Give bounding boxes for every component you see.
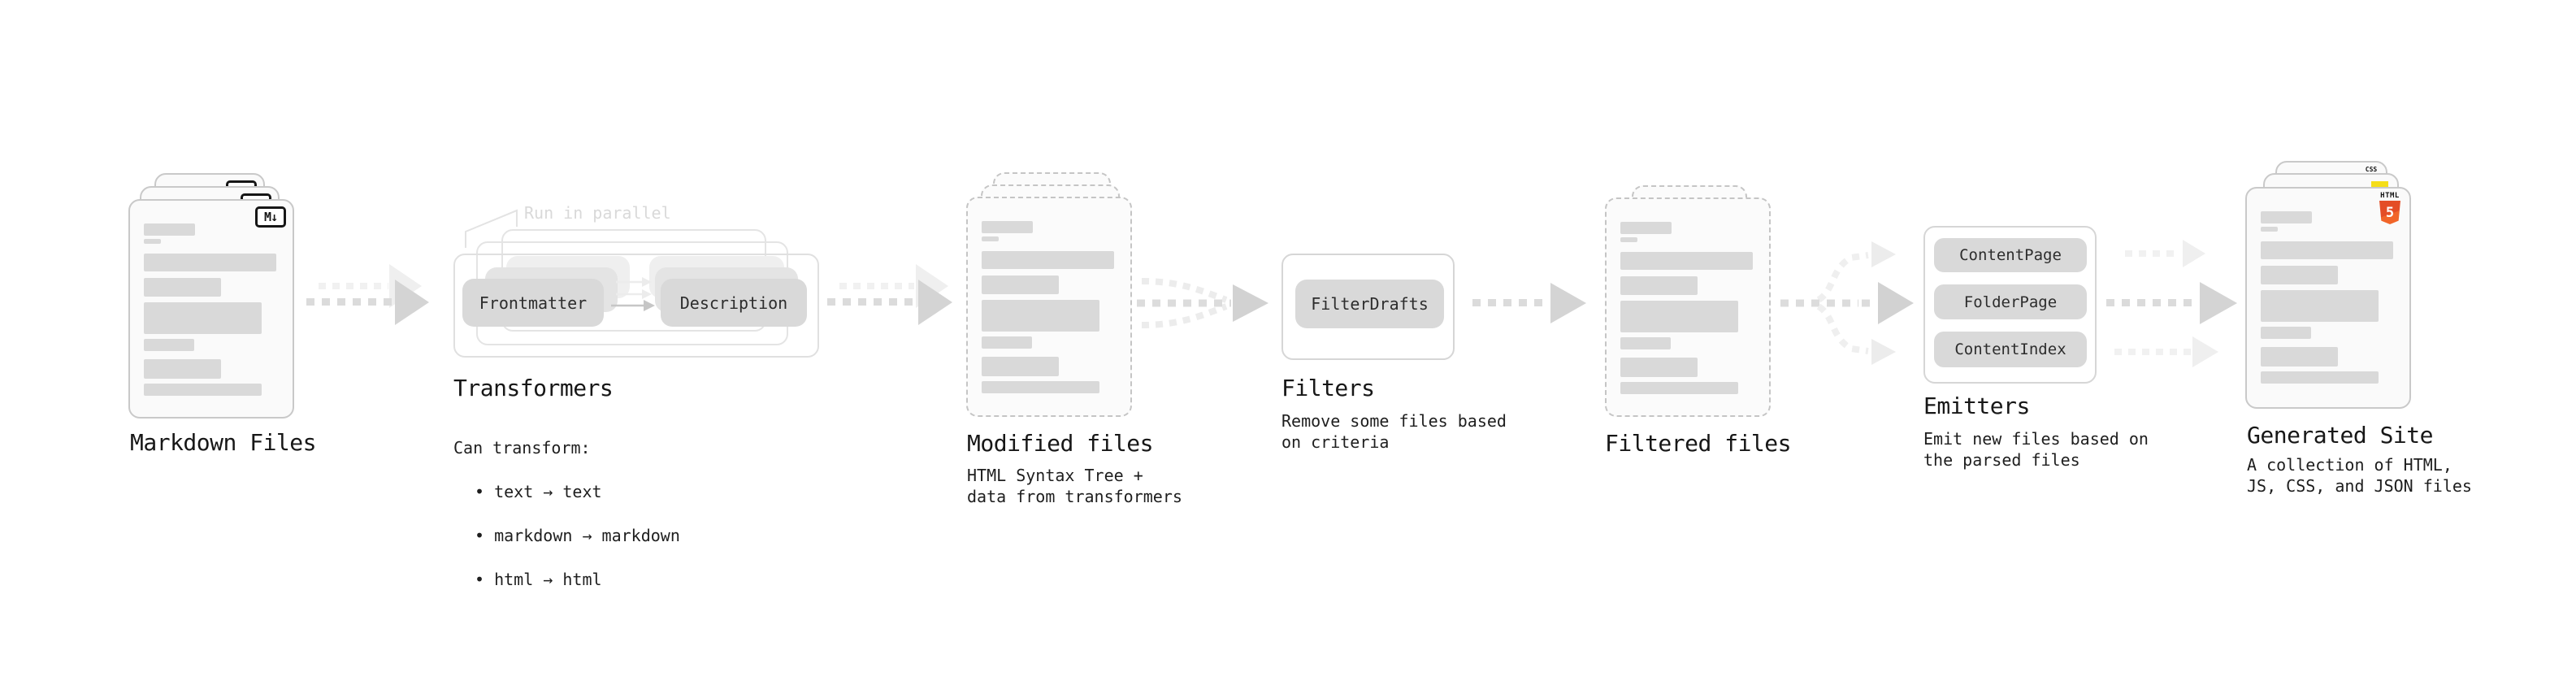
text-line-bar	[2261, 347, 2338, 367]
text-line-bar	[2261, 290, 2379, 322]
text-line-bar	[144, 359, 221, 379]
arrowhead-ghost-icon	[2192, 336, 2218, 367]
generated-file-html: HTML 5	[2245, 187, 2411, 409]
text-line-bar	[144, 278, 221, 297]
folderpage-pill: FolderPage	[1934, 284, 2087, 319]
text-line-bar	[1620, 382, 1738, 394]
arrowhead-icon	[395, 280, 429, 325]
text-line-bar	[2261, 211, 2312, 223]
frontmatter-pill: Frontmatter	[462, 279, 604, 327]
modified-file-front	[966, 197, 1132, 417]
arrowhead-ghost-icon	[2183, 240, 2205, 267]
text-line-bar	[144, 254, 276, 271]
arrow-markdown-to-transformers	[306, 298, 392, 306]
generated-site-title: Generated Site	[2247, 422, 2434, 449]
filtered-file-front	[1605, 197, 1771, 417]
arrow-transformers-to-modified-ghost	[839, 283, 914, 289]
css-logo-text: CSS	[2365, 166, 2378, 173]
arrow-markdown-to-transformers-ghost	[319, 283, 388, 289]
generated-site-subtitle: A collection of HTML, JS, CSS, and JSON …	[2247, 455, 2472, 496]
text-line-bar	[982, 221, 1033, 233]
markdown-icon: M↓	[255, 206, 286, 228]
text-line-bar	[1620, 252, 1753, 270]
text-line-bar	[982, 336, 1032, 349]
document-text-placeholder	[982, 221, 1114, 393]
modified-files-title: Modified files	[967, 430, 1154, 457]
html5-logo-icon: HTML 5	[2378, 192, 2402, 224]
transform-bullet: • text → text	[475, 482, 602, 501]
text-line-bar	[982, 236, 999, 241]
arrowhead-icon	[2200, 282, 2237, 324]
text-line-bar	[982, 381, 1099, 393]
frontmatter-to-description-arrows	[611, 277, 655, 311]
text-line-bar	[982, 275, 1059, 294]
filterdrafts-pill: FilterDrafts	[1295, 280, 1444, 328]
arrow-emitters-to-generated-mid	[2106, 299, 2197, 306]
text-line-bar	[144, 302, 262, 334]
text-line-bar	[144, 239, 161, 244]
transform-bullet: • markdown → markdown	[475, 526, 680, 545]
text-line-bar	[982, 357, 1059, 376]
arrow-modified-to-filters-merge	[1137, 278, 1268, 328]
text-line-bar	[1620, 301, 1738, 332]
markdown-file-front: M↓	[128, 199, 294, 419]
text-line-bar	[2261, 227, 2278, 232]
document-text-placeholder	[144, 223, 276, 396]
markdown-files-title: Markdown Files	[130, 429, 317, 456]
text-line-bar	[144, 339, 194, 351]
text-line-bar	[144, 223, 195, 236]
can-transform-heading: Can transform:	[453, 438, 591, 458]
text-line-bar	[1620, 337, 1671, 349]
arrow-emitters-to-generated-bottom	[2114, 349, 2191, 355]
text-line-bar	[1620, 276, 1698, 295]
emitters-title: Emitters	[1923, 393, 2030, 419]
arrow-filters-to-filtered	[1472, 299, 1549, 306]
transformers-description: Can transform: • text → text • markdown …	[453, 415, 680, 613]
modified-files-subtitle: HTML Syntax Tree + data from transformer…	[967, 466, 1182, 506]
document-text-placeholder	[1620, 222, 1753, 394]
text-line-bar	[2261, 266, 2338, 284]
filtered-files-title: Filtered files	[1605, 430, 1792, 457]
transform-bullet: • html → html	[475, 570, 602, 589]
description-pill: Description	[661, 279, 807, 327]
arrow-transformers-to-modified	[827, 298, 917, 306]
contentpage-pill: ContentPage	[1934, 238, 2087, 272]
html5-number: 5	[2385, 204, 2395, 221]
text-line-bar	[982, 300, 1099, 332]
text-line-bar	[1620, 237, 1637, 242]
text-line-bar	[144, 384, 262, 396]
text-line-bar	[982, 251, 1114, 269]
filters-subtitle: Remove some files based on criteria	[1281, 411, 1507, 452]
filters-title: Filters	[1281, 375, 1375, 401]
arrow-filtered-to-emitters-split	[1780, 241, 1914, 365]
transformers-title: Transformers	[453, 375, 614, 401]
document-text-placeholder	[2261, 211, 2393, 384]
transformer-frame-front	[453, 254, 819, 358]
run-in-parallel-note: Run in parallel	[524, 203, 671, 223]
contentindex-pill: ContentIndex	[1934, 332, 2087, 367]
text-line-bar	[2261, 241, 2393, 259]
arrowhead-icon	[918, 280, 952, 325]
arrowhead-icon	[1550, 283, 1586, 323]
arrow-emitters-to-generated-top	[2125, 250, 2180, 257]
run-in-parallel-callout-line	[465, 209, 518, 248]
text-line-bar	[1620, 222, 1672, 234]
text-line-bar	[2261, 371, 2379, 384]
text-line-bar	[1620, 358, 1698, 377]
text-line-bar	[2261, 327, 2311, 339]
html5-shield: 5	[2379, 201, 2400, 224]
emitters-subtitle: Emit new files based on the parsed files	[1923, 429, 2149, 470]
html5-logo-text: HTML	[2380, 192, 2400, 200]
